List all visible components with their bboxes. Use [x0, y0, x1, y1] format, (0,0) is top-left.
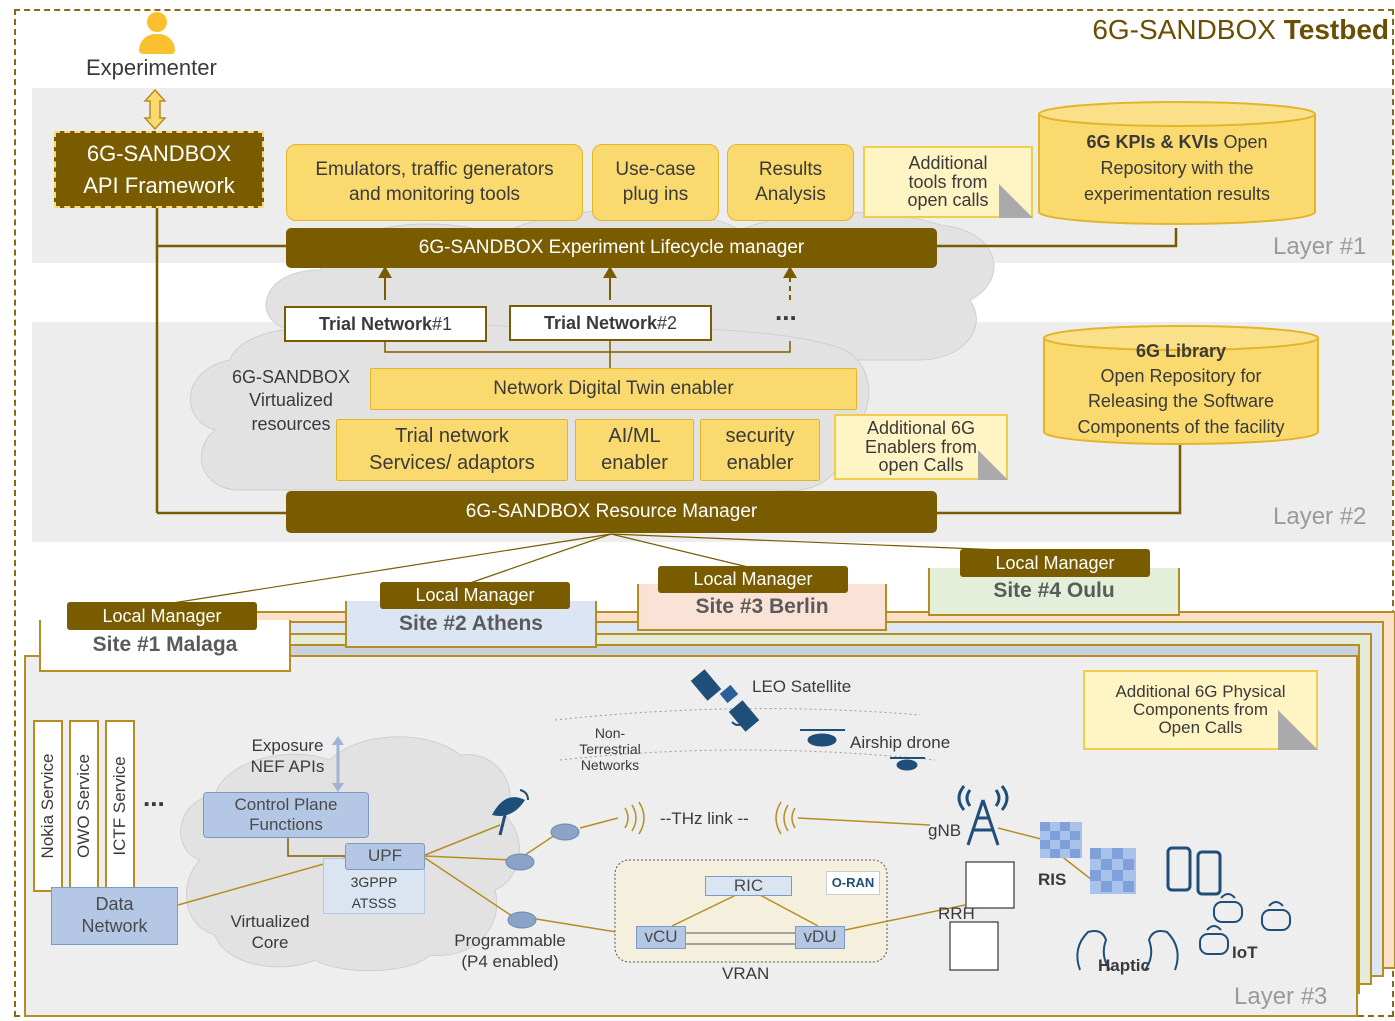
- emulators-box: Emulators, traffic generators and monito…: [286, 144, 583, 221]
- aiml-enabler-box: AI/ML enabler: [575, 419, 694, 481]
- vdu-box: vDU: [795, 926, 845, 949]
- programmable-label: Programmable (P4 enabled): [454, 931, 566, 972]
- satellite-dish-icon: [492, 789, 529, 836]
- rrh-label: RRH: [938, 904, 975, 923]
- gnb-label: gNB: [928, 821, 962, 840]
- experimenter-label: Experimenter: [86, 55, 217, 80]
- ris-label: RIS: [1038, 870, 1067, 889]
- security-enabler-box: security enabler: [700, 419, 820, 481]
- site-2-local-manager: Local Manager: [380, 582, 570, 609]
- ntn-label: Non- Terrestrial Networks: [579, 725, 641, 774]
- haptic-gloves-icon: [1076, 930, 1179, 971]
- kpi-repository-text: 6G KPIs & KVIs Open Repository with the …: [1083, 132, 1271, 205]
- additional-physical-note: Additional 6G Physical Components from O…: [1083, 670, 1318, 750]
- site-1-local-manager: Local Manager: [67, 602, 257, 630]
- resource-manager-bar: 6G-SANDBOX Resource Manager: [286, 491, 937, 533]
- site-4-local-manager: Local Manager: [960, 549, 1150, 577]
- haptic-label: Haptic: [1098, 956, 1150, 975]
- smartphone-icon: [1166, 846, 1222, 896]
- nokia-service: Nokia Service: [33, 720, 63, 892]
- oran-logo: O-RAN: [826, 871, 880, 895]
- vcu-box: vCU: [636, 926, 686, 949]
- iot-devices-icon: [1199, 893, 1291, 955]
- results-analysis-box: Results Analysis: [727, 144, 854, 221]
- airship-drone-label: Airship drone: [850, 733, 951, 752]
- additional-tools-note: Additional tools from open calls: [863, 146, 1033, 218]
- additional-enablers-note: Additional 6G Enablers from open Calls: [834, 414, 1008, 480]
- experimenter-person-icon: [139, 12, 175, 54]
- ric-box: RIC: [705, 876, 792, 896]
- library-cylinder: [1043, 325, 1319, 445]
- owo-service: OWO Service: [69, 720, 99, 892]
- exposure-label: Exposure NEF APIs: [250, 736, 325, 777]
- leo-satellite-icon: [690, 669, 760, 732]
- vran-label: VRAN: [722, 964, 770, 983]
- iot-label: IoT: [1232, 943, 1258, 962]
- layer2-label: Layer #2: [1273, 503, 1367, 530]
- lifecycle-manager-bar: 6G-SANDBOX Experiment Lifecycle manager: [286, 228, 937, 268]
- api-framework-box: 6G-SANDBOX API Framework: [54, 131, 264, 208]
- data-network-box: Data Network: [51, 887, 178, 945]
- ictf-service: ICTF Service: [105, 720, 135, 892]
- virtualized-core-label: Virtualized Core: [230, 912, 310, 953]
- trial-services-box: Trial network Services/ adaptors: [336, 419, 568, 481]
- airship-drone-icon: [800, 729, 925, 771]
- upf-box: UPF: [345, 843, 425, 870]
- leo-satellite-label: LEO Satellite: [752, 677, 852, 696]
- digital-twin-box: Network Digital Twin enabler: [370, 368, 857, 410]
- site-3-local-manager: Local Manager: [658, 566, 848, 593]
- services-more: ...: [143, 782, 165, 812]
- layer3-label: Layer #3: [1234, 983, 1328, 1010]
- library-text: 6G Library Open Repository for Releasing…: [1077, 341, 1285, 437]
- virtualized-resources-label: 6G-SANDBOX Virtualized resources: [231, 367, 351, 434]
- trial-network-2: Trial Network #2: [509, 305, 712, 341]
- kpi-repository-cylinder: [1038, 101, 1316, 225]
- layer1-label: Layer #1: [1273, 233, 1367, 260]
- thz-link-label: --THz link --: [660, 809, 749, 828]
- trial-network-more: ...: [775, 296, 797, 326]
- trial-network-1: Trial Network #1: [284, 306, 487, 342]
- usecase-plugins-box: Use-case plug ins: [592, 144, 719, 221]
- control-plane-box: Control Plane Functions: [203, 792, 369, 838]
- testbed-title: 6G-SANDBOX Testbed: [1092, 14, 1389, 45]
- gnb-tower-icon: [957, 785, 1009, 846]
- ris-panel-icon: [1040, 822, 1136, 894]
